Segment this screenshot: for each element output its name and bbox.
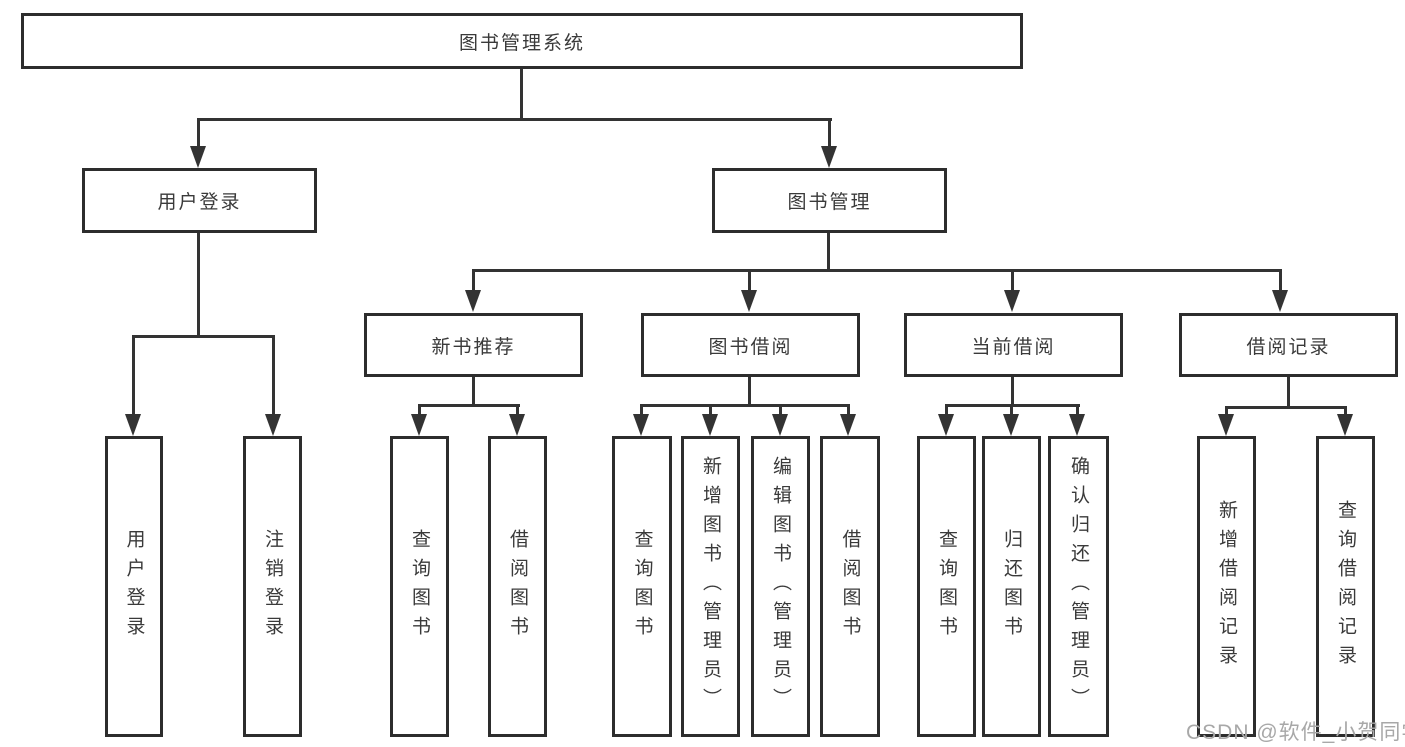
arrow-down-icon (1272, 290, 1288, 312)
arrow-down-icon (125, 414, 141, 436)
arrow-down-icon (702, 414, 718, 436)
arrow-down-icon (938, 414, 954, 436)
node-book-management-label: 图书管理 (787, 192, 872, 213)
arrow-down-icon (741, 290, 757, 312)
leaf-borrow-query-book-label: 查询图书 (631, 528, 653, 645)
leaf-user-login-label: 用户登录 (123, 528, 145, 645)
arrow-down-icon (840, 414, 856, 436)
leaf-borrow-add-book: 新增图书（管理员） (681, 436, 740, 737)
leaf-record-query: 查询借阅记录 (1316, 436, 1375, 737)
leaf-borrow-query-book: 查询图书 (612, 436, 672, 737)
connector-l3-drop (1011, 269, 1014, 293)
connector-leaf-drop (516, 404, 519, 418)
leaf-current-confirm-return: 确认归还（管理员） (1048, 436, 1109, 737)
connector-newbook-hbar (418, 404, 520, 407)
connector-bookmgmt-drop (828, 118, 831, 152)
leaf-borrow-edit-book: 编辑图书（管理员） (751, 436, 810, 737)
connector-leaf-drop (709, 404, 712, 418)
leaf-logout: 注销登录 (243, 436, 302, 737)
arrow-down-icon (1069, 414, 1085, 436)
connector-borrowrecord-stem (1287, 377, 1290, 409)
connector-leaf-drop (1076, 404, 1079, 418)
connector-leaf-drop (132, 335, 135, 418)
leaf-user-login: 用户登录 (105, 436, 163, 737)
connector-bookborrow-stem (748, 377, 751, 407)
arrow-down-icon (190, 146, 206, 168)
leaf-newbook-query-book: 查询图书 (390, 436, 449, 737)
node-new-book-recommend: 新书推荐 (364, 313, 583, 377)
arrow-down-icon (1003, 414, 1019, 436)
leaf-newbook-borrow-book-label: 借阅图书 (507, 528, 528, 645)
node-book-borrow: 图书借阅 (641, 313, 860, 377)
leaf-current-return-book-label: 归还图书 (1001, 528, 1022, 645)
leaf-borrow-edit-book-label: 编辑图书（管理员） (770, 456, 791, 717)
leaf-borrow-borrow-book: 借阅图书 (820, 436, 880, 737)
connector-l3-drop (472, 269, 475, 293)
connector-leaf-drop (945, 404, 948, 418)
connector-leaf-drop (1010, 404, 1013, 418)
connector-bookborrow-hbar (640, 404, 850, 407)
connector-leaf-drop (779, 404, 782, 418)
arrow-down-icon (821, 146, 837, 168)
connector-bookmgmt-stem (827, 233, 830, 271)
connector-leaf-drop (847, 404, 850, 418)
node-borrow-record: 借阅记录 (1179, 313, 1398, 377)
node-new-book-recommend-label: 新书推荐 (431, 336, 516, 358)
leaf-record-add-label: 新增借阅记录 (1216, 499, 1237, 674)
connector-leaf-drop (418, 404, 421, 418)
leaf-current-return-book: 归还图书 (982, 436, 1041, 737)
connector-root-stem (520, 68, 523, 120)
arrow-down-icon (411, 414, 427, 436)
arrow-down-icon (633, 414, 649, 436)
connector-leaf-drop (272, 335, 275, 418)
leaf-newbook-borrow-book: 借阅图书 (488, 436, 547, 737)
arrow-down-icon (509, 414, 525, 436)
arrow-down-icon (265, 414, 281, 436)
leaf-record-add: 新增借阅记录 (1197, 436, 1256, 737)
connector-userlogin-drop (197, 118, 200, 152)
node-user-login: 用户登录 (82, 168, 317, 233)
node-root-label: 图书管理系统 (458, 32, 585, 54)
leaf-current-query-book-label: 查询图书 (936, 528, 957, 645)
node-current-borrow-label: 当前借阅 (971, 336, 1056, 358)
node-book-borrow-label: 图书借阅 (708, 336, 793, 358)
arrow-down-icon (465, 290, 481, 312)
leaf-newbook-query-book-label: 查询图书 (409, 528, 430, 645)
node-borrow-record-label: 借阅记录 (1246, 336, 1331, 358)
connector-bookmgmt-hbar (472, 269, 1282, 272)
node-root: 图书管理系统 (21, 13, 1023, 69)
connector-l3-drop (1279, 269, 1282, 293)
arrow-down-icon (772, 414, 788, 436)
node-user-login-label: 用户登录 (157, 192, 242, 213)
connector-currentborrow-stem (1011, 377, 1014, 407)
leaf-borrow-add-book-label: 新增图书（管理员） (700, 456, 721, 717)
connector-userlogin-hbar (132, 335, 275, 338)
node-current-borrow: 当前借阅 (904, 313, 1123, 377)
arrow-down-icon (1004, 290, 1020, 312)
csdn-watermark: CSDN @软件_小贺同学 (1186, 721, 1405, 744)
leaf-current-confirm-return-label: 确认归还（管理员） (1068, 456, 1089, 717)
connector-userlogin-stem (197, 233, 200, 337)
connector-leaf-drop (1225, 406, 1228, 418)
connector-leaf-drop (1344, 406, 1347, 418)
node-book-management: 图书管理 (712, 168, 947, 233)
connector-root-hbar (197, 118, 832, 121)
arrow-down-icon (1337, 414, 1353, 436)
leaf-logout-label: 注销登录 (262, 528, 283, 645)
leaf-borrow-borrow-book-label: 借阅图书 (839, 528, 861, 645)
leaf-current-query-book: 查询图书 (917, 436, 976, 737)
connector-borrowrecord-hbar (1225, 406, 1347, 409)
connector-newbook-stem (472, 377, 475, 407)
leaf-record-query-label: 查询借阅记录 (1335, 499, 1356, 674)
connector-leaf-drop (640, 404, 643, 418)
connector-l3-drop (748, 269, 751, 293)
arrow-down-icon (1218, 414, 1234, 436)
